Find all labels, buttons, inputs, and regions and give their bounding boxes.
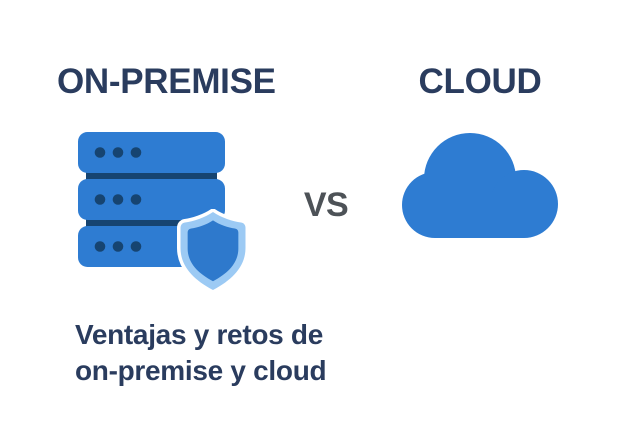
cloud-shape [402, 133, 558, 238]
caption: Ventajas y retos de on-premise y cloud [75, 317, 327, 389]
server-trays [78, 132, 225, 267]
shield-icon [177, 209, 249, 293]
on-premise-title: ON-PREMISE [57, 62, 276, 101]
caption-line-2: on-premise y cloud [75, 355, 327, 386]
server-stack-icon [78, 132, 225, 267]
cloud-title: CLOUD [418, 62, 542, 101]
shield-inner-fill [187, 220, 239, 282]
vs-label: VS [303, 186, 349, 224]
cloud-icon [402, 133, 558, 238]
server-led-dots [94, 147, 142, 252]
caption-line-1: Ventajas y retos de [75, 319, 323, 350]
